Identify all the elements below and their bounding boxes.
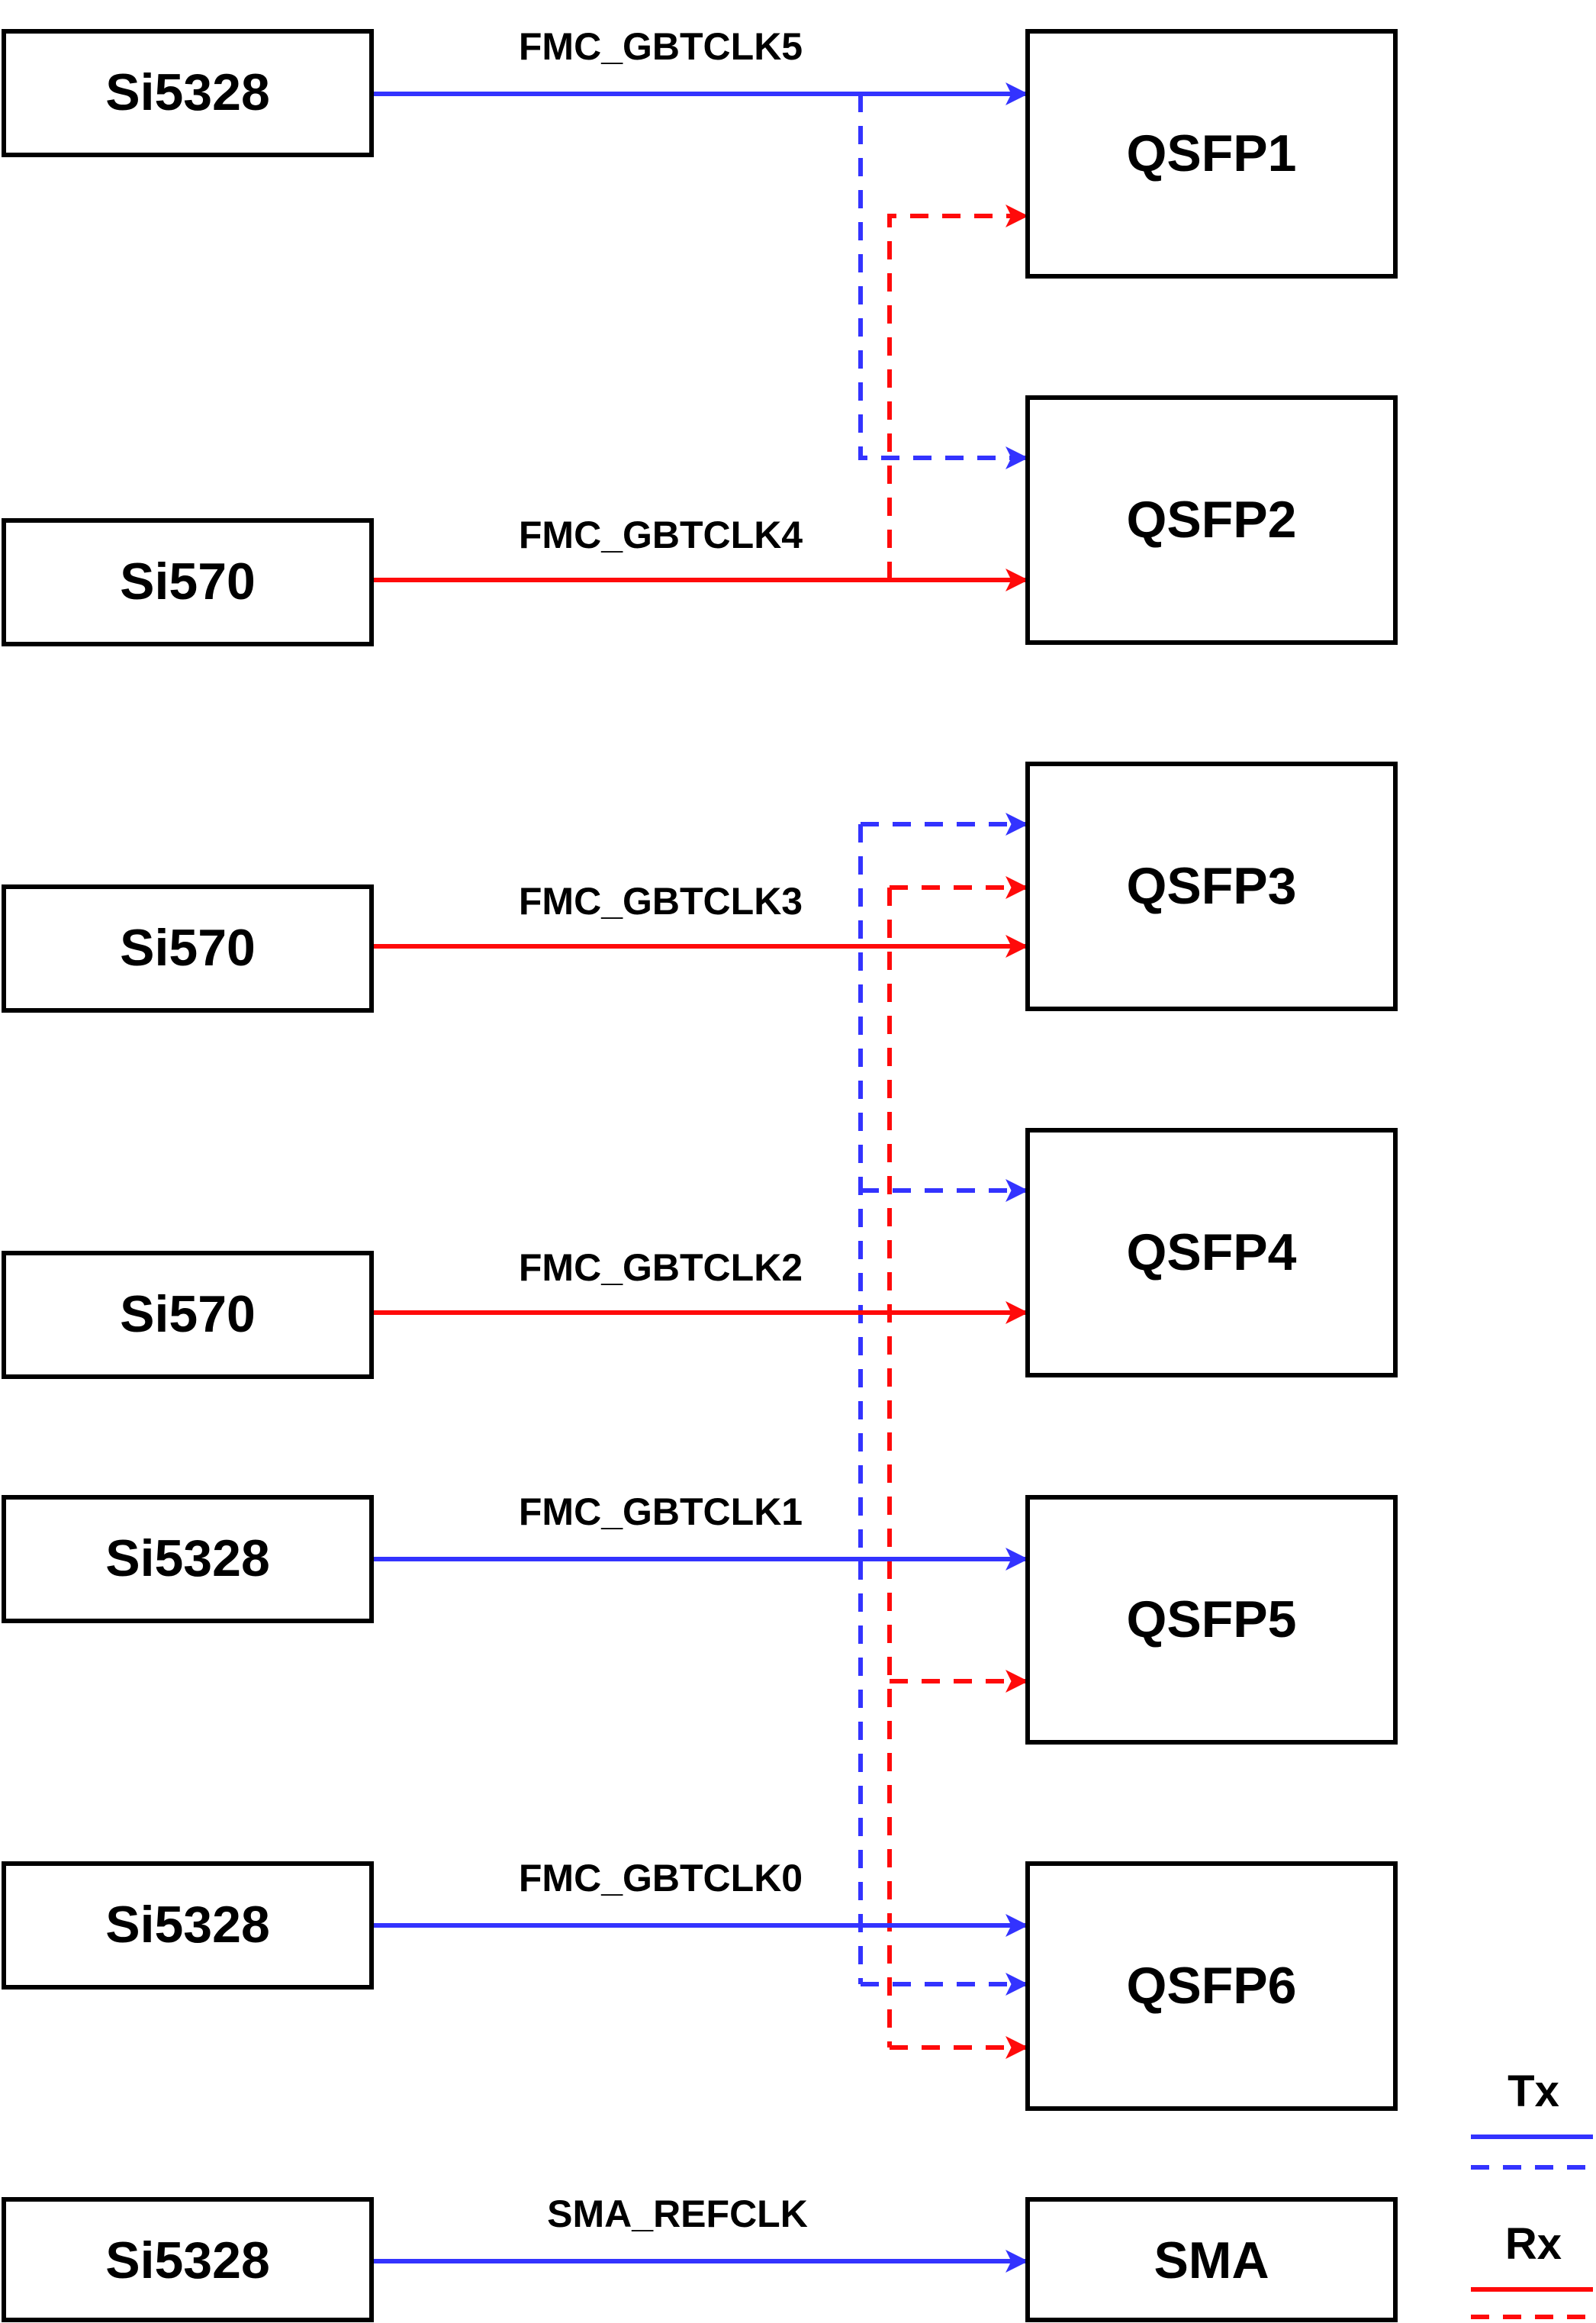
clock-label-fmc-gbtclk4: FMC_GBTCLK4 [519, 514, 803, 556]
source-label: Si570 [120, 1285, 256, 1343]
target-box-qsfp4: QSFP4 [1025, 1128, 1398, 1377]
source-box-si5328-gbtclk1: Si5328 [2, 1495, 374, 1623]
target-boxes: QSFP1 QSFP2 QSFP3 QSFP4 QSFP5 QSFP6 SMA [1025, 29, 1398, 2322]
clock-label-fmc-gbtclk3: FMC_GBTCLK3 [519, 880, 803, 923]
target-box-qsfp2: QSFP2 [1025, 395, 1398, 645]
source-label: Si570 [120, 919, 256, 977]
target-box-qsfp3: QSFP3 [1025, 762, 1398, 1011]
clock-label-fmc-gbtclk1: FMC_GBTCLK1 [519, 1490, 803, 1533]
source-box-si570-gbtclk4: Si570 [2, 518, 374, 646]
tx-dashed-to-qsfp2 [858, 94, 1028, 469]
clock-label-fmc-gbtclk0: FMC_GBTCLK0 [519, 1857, 803, 1899]
target-box-qsfp1: QSFP1 [1025, 29, 1398, 279]
target-label: QSFP2 [1127, 491, 1297, 549]
source-box-si570-gbtclk3: Si570 [2, 884, 374, 1013]
target-label: SMA [1154, 2231, 1269, 2289]
source-label: Si5328 [105, 2231, 270, 2289]
source-box-si5328-gbtclk5: Si5328 [2, 29, 374, 157]
legend-tx-label: Tx [1508, 2067, 1559, 2116]
target-box-sma: SMA [1025, 2197, 1398, 2322]
source-label: Si5328 [105, 1896, 270, 1954]
target-box-qsfp6: QSFP6 [1025, 1861, 1398, 2111]
legend: Tx Rx [1471, 2067, 1593, 2319]
target-label: QSFP1 [1127, 124, 1297, 182]
tx-dashed-distribution [858, 94, 1028, 1996]
source-label: Si5328 [105, 63, 270, 121]
clock-lines [374, 82, 1028, 2273]
target-label: QSFP4 [1127, 1223, 1297, 1281]
target-box-qsfp5: QSFP5 [1025, 1495, 1398, 1745]
source-box-si5328-gbtclk0: Si5328 [2, 1861, 374, 1990]
clock-line-labels: FMC_GBTCLK5 FMC_GBTCLK4 FMC_GBTCLK3 FMC_… [519, 25, 808, 2235]
clock-label-fmc-gbtclk5: FMC_GBTCLK5 [519, 25, 803, 68]
source-label: Si5328 [105, 1529, 270, 1587]
legend-rx-label: Rx [1505, 2219, 1562, 2269]
rx-dashed-distribution [887, 205, 1028, 2059]
source-label: Si570 [120, 553, 256, 611]
source-box-si5328-sma: Si5328 [2, 2197, 374, 2322]
source-box-si570-gbtclk2: Si570 [2, 1251, 374, 1379]
rx-dashed-to-qsfp1 [887, 205, 1028, 580]
source-boxes: Si5328 Si570 Si570 Si570 Si5328 Si5328 S… [2, 29, 374, 2322]
target-label: QSFP6 [1127, 1957, 1297, 2015]
clock-label-sma-refclk: SMA_REFCLK [547, 2193, 808, 2235]
target-label: QSFP5 [1127, 1590, 1297, 1648]
target-label: QSFP3 [1127, 857, 1297, 915]
clock-label-fmc-gbtclk2: FMC_GBTCLK2 [519, 1246, 803, 1289]
